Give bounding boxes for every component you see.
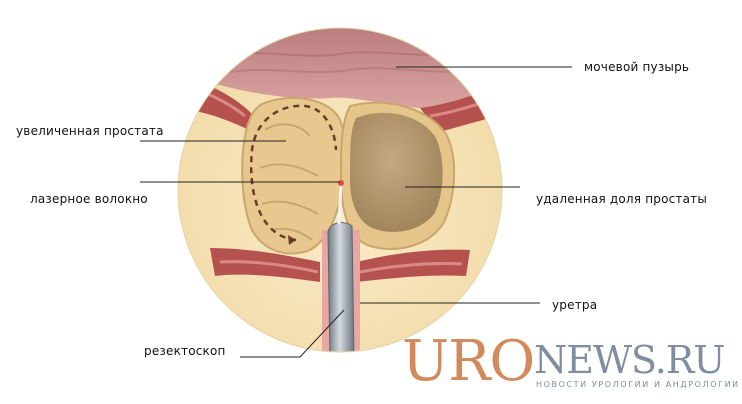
label-resectoscope: резектоскоп — [144, 344, 226, 358]
logo-tagline: НОВОСТИ УРОЛОГИИ И АНДРОЛОГИИ — [536, 380, 740, 389]
logo-news: NEWS.RU — [534, 338, 725, 382]
uronews-logo: URO NEWS.RU НОВОСТИ УРОЛОГИИ И АНДРОЛОГИ… — [402, 332, 738, 398]
enlarged-prostate — [241, 97, 347, 255]
label-urethra: уретра — [552, 298, 598, 312]
pelvic-floor-left — [210, 248, 320, 282]
resectoscope — [327, 222, 355, 352]
label-enlarged-prostate: увеличенная простата — [16, 124, 164, 138]
label-removed-lobe: удаленная доля простаты — [536, 192, 708, 206]
leader-lines — [140, 66, 572, 358]
laser-fiber — [337, 183, 343, 225]
label-bladder: мочевой пузырь — [584, 60, 690, 74]
logo-uro: URO — [402, 329, 535, 394]
laser-path-arrow — [249, 104, 338, 242]
anatomy-view — [178, 28, 502, 352]
label-laser-fiber: лазерное волокно — [30, 192, 148, 206]
